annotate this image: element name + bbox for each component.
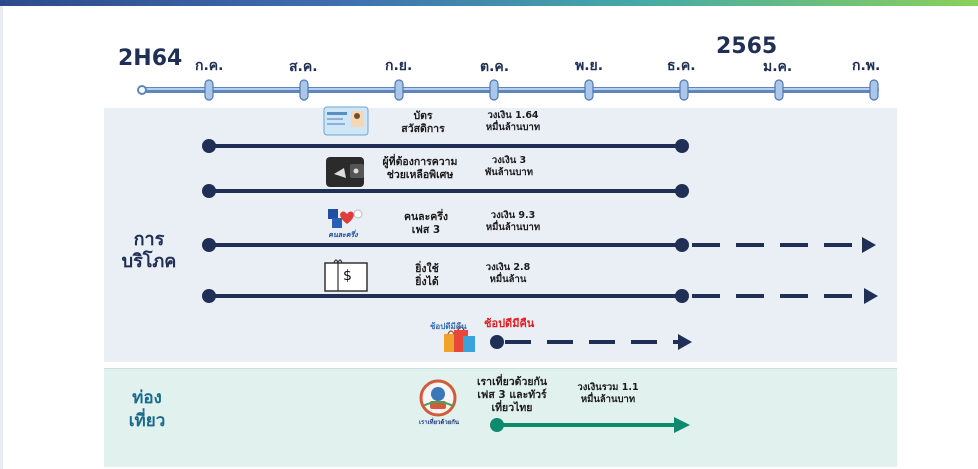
arrow-head-travel bbox=[674, 417, 690, 433]
timeline-start-label: 2H64 bbox=[118, 46, 183, 71]
consumption-panel bbox=[104, 108, 897, 362]
program-amount-welfare-card: วงเงิน 1.64 หมื่นล้านบาท bbox=[485, 110, 541, 133]
tick-nov bbox=[584, 79, 594, 101]
travel-logo-caption: เราเที่ยวด้วยกัน bbox=[418, 419, 460, 426]
welfare-card-icon bbox=[323, 106, 369, 136]
arrow-head-shop-dee bbox=[678, 334, 692, 350]
program-amount-special-assistance: วงเงิน 3 พันล้านบาท bbox=[484, 155, 534, 178]
month-label-feb: ก.พ. bbox=[852, 58, 881, 74]
wallet-icon bbox=[326, 157, 364, 187]
program-amount-travel: วงเงินรวม 1.1 หมื่นล้านบาท bbox=[577, 382, 639, 405]
tick-oct bbox=[489, 79, 499, 101]
arrow-head-half-half bbox=[862, 237, 876, 253]
half-half-logo-icon bbox=[328, 209, 363, 228]
tick-aug bbox=[299, 79, 309, 101]
month-label-sep: ก.ย. bbox=[385, 58, 413, 74]
timeline-start-node bbox=[137, 85, 147, 95]
header-accent-bar bbox=[0, 0, 978, 6]
section-label-consumption: การ บริโภค bbox=[121, 229, 177, 272]
travel-together-logo-icon bbox=[419, 379, 457, 417]
section-label-tourism: ท่อง เที่ยว bbox=[128, 388, 166, 431]
arrow-head-spend-more bbox=[864, 288, 878, 304]
program-name-shop-dee: ช้อปดีมีคืน bbox=[484, 317, 535, 330]
tourism-panel bbox=[104, 368, 897, 467]
tick-feb bbox=[869, 79, 879, 101]
shopping-bags-icon bbox=[444, 326, 475, 352]
tick-jan bbox=[774, 79, 784, 101]
year-label: 2565 bbox=[716, 34, 778, 59]
tick-jul bbox=[204, 79, 214, 101]
month-label-aug: ส.ค. bbox=[289, 59, 318, 75]
program-amount-spend-more: วงเงิน 2.8 หมื่นล้าน bbox=[485, 262, 531, 285]
program-name-welfare-card: บัตร สวัสดิการ bbox=[401, 110, 445, 135]
timeline-ticks bbox=[204, 79, 879, 101]
program-name-half-half: คนละครึ่ง เฟส 3 bbox=[403, 211, 449, 236]
tick-sep bbox=[394, 79, 404, 101]
shop-dee-logo-caption: ช้อปดีมีคืน bbox=[430, 322, 467, 331]
month-label-dec: ธ.ค. bbox=[667, 58, 696, 74]
program-name-spend-more: ยิ่งใช้ ยิ่งได้ bbox=[415, 263, 439, 288]
dollar-icon: $ bbox=[343, 268, 352, 284]
month-label-jul: ก.ค. bbox=[195, 58, 224, 74]
program-amount-half-half: วงเงิน 9.3 หมื่นล้านบาท bbox=[485, 210, 541, 233]
month-label-jan: ม.ค. bbox=[763, 59, 793, 75]
gift-voucher-icon bbox=[324, 259, 368, 292]
half-half-logo-caption: คนละครึ่ง bbox=[328, 231, 358, 239]
slide-edge bbox=[0, 6, 3, 469]
month-label-oct: ต.ค. bbox=[480, 59, 510, 75]
program-name-special-assistance: ผู้ที่ต้องการความ ช่วยเหลือพิเศษ bbox=[382, 156, 458, 181]
program-name-travel: เราเที่ยวด้วยกัน เฟส 3 และทัวร์ เที่ยวไท… bbox=[476, 376, 548, 414]
tick-dec bbox=[679, 79, 689, 101]
month-label-nov: พ.ย. bbox=[575, 58, 604, 74]
